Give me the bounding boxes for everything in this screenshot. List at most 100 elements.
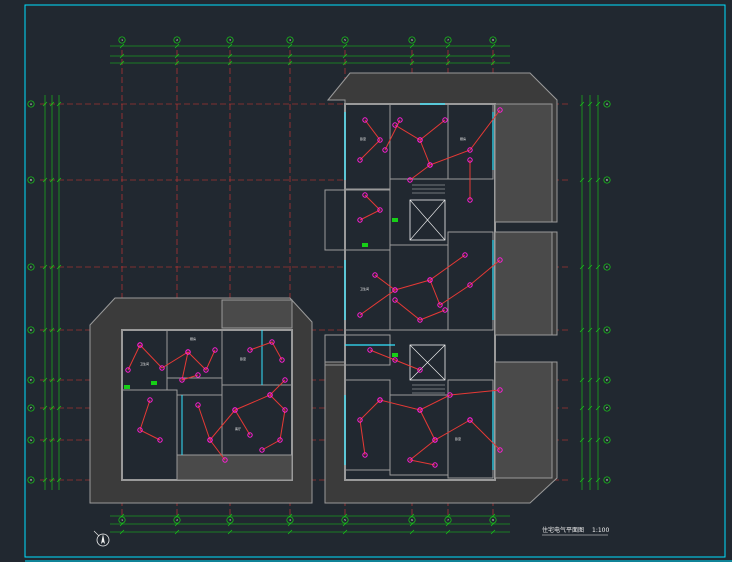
axis-bubble-right: D [603, 326, 611, 334]
light-fixture-icon [137, 342, 143, 348]
light-fixture-icon [467, 147, 473, 153]
light-fixture-icon [125, 367, 131, 373]
axis-bubble-bottom: 6 [408, 516, 416, 524]
light-fixture-icon [282, 377, 288, 383]
axis-bubble-bottom: 1 [118, 516, 126, 524]
light-fixture-icon [362, 452, 368, 458]
axis-bubble-top: 7 [444, 36, 452, 44]
svg-text:2: 2 [176, 38, 178, 42]
light-fixture-icon [157, 437, 163, 443]
light-fixture-icon [247, 347, 253, 353]
room-label: 卧室 [455, 436, 461, 441]
svg-text:C: C [606, 265, 608, 269]
north-arrow-icon [93, 530, 110, 547]
svg-text:7: 7 [447, 38, 449, 42]
svg-text:8: 8 [492, 518, 494, 522]
axis-bubble-right: F [603, 404, 611, 412]
light-fixture-icon [203, 367, 209, 373]
light-fixture-icon [207, 437, 213, 443]
svg-text:B: B [30, 178, 32, 182]
svg-text:F: F [30, 406, 32, 410]
svg-text:3: 3 [229, 38, 231, 42]
light-fixture-icon [407, 177, 413, 183]
light-fixture-icon [432, 437, 438, 443]
light-fixture-icon [462, 252, 468, 258]
axis-bubble-left: F [27, 404, 35, 412]
axis-bubble-top: 2 [173, 36, 181, 44]
light-fixture-icon [277, 437, 283, 443]
axis-bubble-right: G [603, 436, 611, 444]
light-fixture-icon [279, 357, 285, 363]
axis-bubble-right: C [603, 263, 611, 271]
wiring-runs [127, 109, 501, 466]
light-fixture-icon [362, 192, 368, 198]
svg-text:G: G [30, 438, 32, 442]
light-fixture-icon [282, 407, 288, 413]
light-fixture-icon [467, 417, 473, 423]
svg-text:A: A [30, 102, 32, 106]
light-fixture-icon [497, 107, 503, 113]
axis-bubble-top: 8 [489, 36, 497, 44]
svg-text:6: 6 [411, 518, 413, 522]
svg-text:6: 6 [411, 38, 413, 42]
distribution-box-icon [392, 218, 398, 222]
light-fixture-icon [467, 197, 473, 203]
svg-text:H: H [606, 478, 608, 482]
axis-bubble-left: D [27, 326, 35, 334]
svg-text:3: 3 [229, 518, 231, 522]
light-fixture-icon [417, 407, 423, 413]
svg-text:F: F [606, 406, 608, 410]
axis-bubble-left: E [27, 376, 35, 384]
light-fixture-icon [497, 257, 503, 263]
light-fixture-icon [467, 282, 473, 288]
light-fixture-icon [212, 347, 218, 353]
light-fixture-icon [447, 392, 453, 398]
room-labels: 卫生间厨房卧室客厅卧室厨房卫生间卧室 [140, 136, 466, 441]
axis-bubble-top: 5 [341, 36, 349, 44]
light-fixture-icon [357, 417, 363, 423]
axis-bubble-right: B [603, 176, 611, 184]
svg-text:E: E [30, 378, 32, 382]
light-fixture-icon [442, 117, 448, 123]
svg-text:1: 1 [121, 38, 123, 42]
dimension-ticks [42, 43, 601, 535]
svg-text:C: C [30, 265, 32, 269]
axis-bubble-right: H [603, 476, 611, 484]
svg-text:8: 8 [492, 38, 494, 42]
light-fixture-icon [362, 117, 368, 123]
axis-bubble-bottom: 2 [173, 516, 181, 524]
axis-bubble-left: A [27, 100, 35, 108]
light-fixture-icon [377, 137, 383, 143]
building-left-wing [89, 297, 313, 504]
svg-text:1: 1 [121, 518, 123, 522]
light-fixture-icon [232, 407, 238, 413]
axis-bubble-bottom: 4 [286, 516, 294, 524]
light-fixture-icon [437, 302, 443, 308]
light-fixture-icon [357, 157, 363, 163]
light-fixture-icon [372, 272, 378, 278]
svg-text:D: D [606, 328, 608, 332]
light-fixture-icon [195, 402, 201, 408]
light-fixture-icon [185, 349, 191, 355]
svg-text:5: 5 [344, 38, 346, 42]
light-fixture-icon [147, 397, 153, 403]
light-fixture-icon [407, 457, 413, 463]
distribution-box-icon [392, 353, 398, 357]
distribution-box-icon [124, 385, 130, 389]
light-fixture-icon [367, 347, 373, 353]
axis-bubble-bottom: 5 [341, 516, 349, 524]
svg-text:4: 4 [289, 518, 291, 522]
light-fixture-icon [417, 367, 423, 373]
axis-bubble-right: E [603, 376, 611, 384]
drawing-frame [24, 4, 726, 558]
light-fixture-icon [392, 357, 398, 363]
svg-text:5: 5 [344, 518, 346, 522]
drawing-scale: 1:100 [592, 527, 609, 534]
light-fixture-icon [392, 122, 398, 128]
light-fixture-icon [392, 287, 398, 293]
svg-text:4: 4 [289, 38, 291, 42]
axis-bubble-top: 3 [226, 36, 234, 44]
light-fixture-icon [467, 157, 473, 163]
